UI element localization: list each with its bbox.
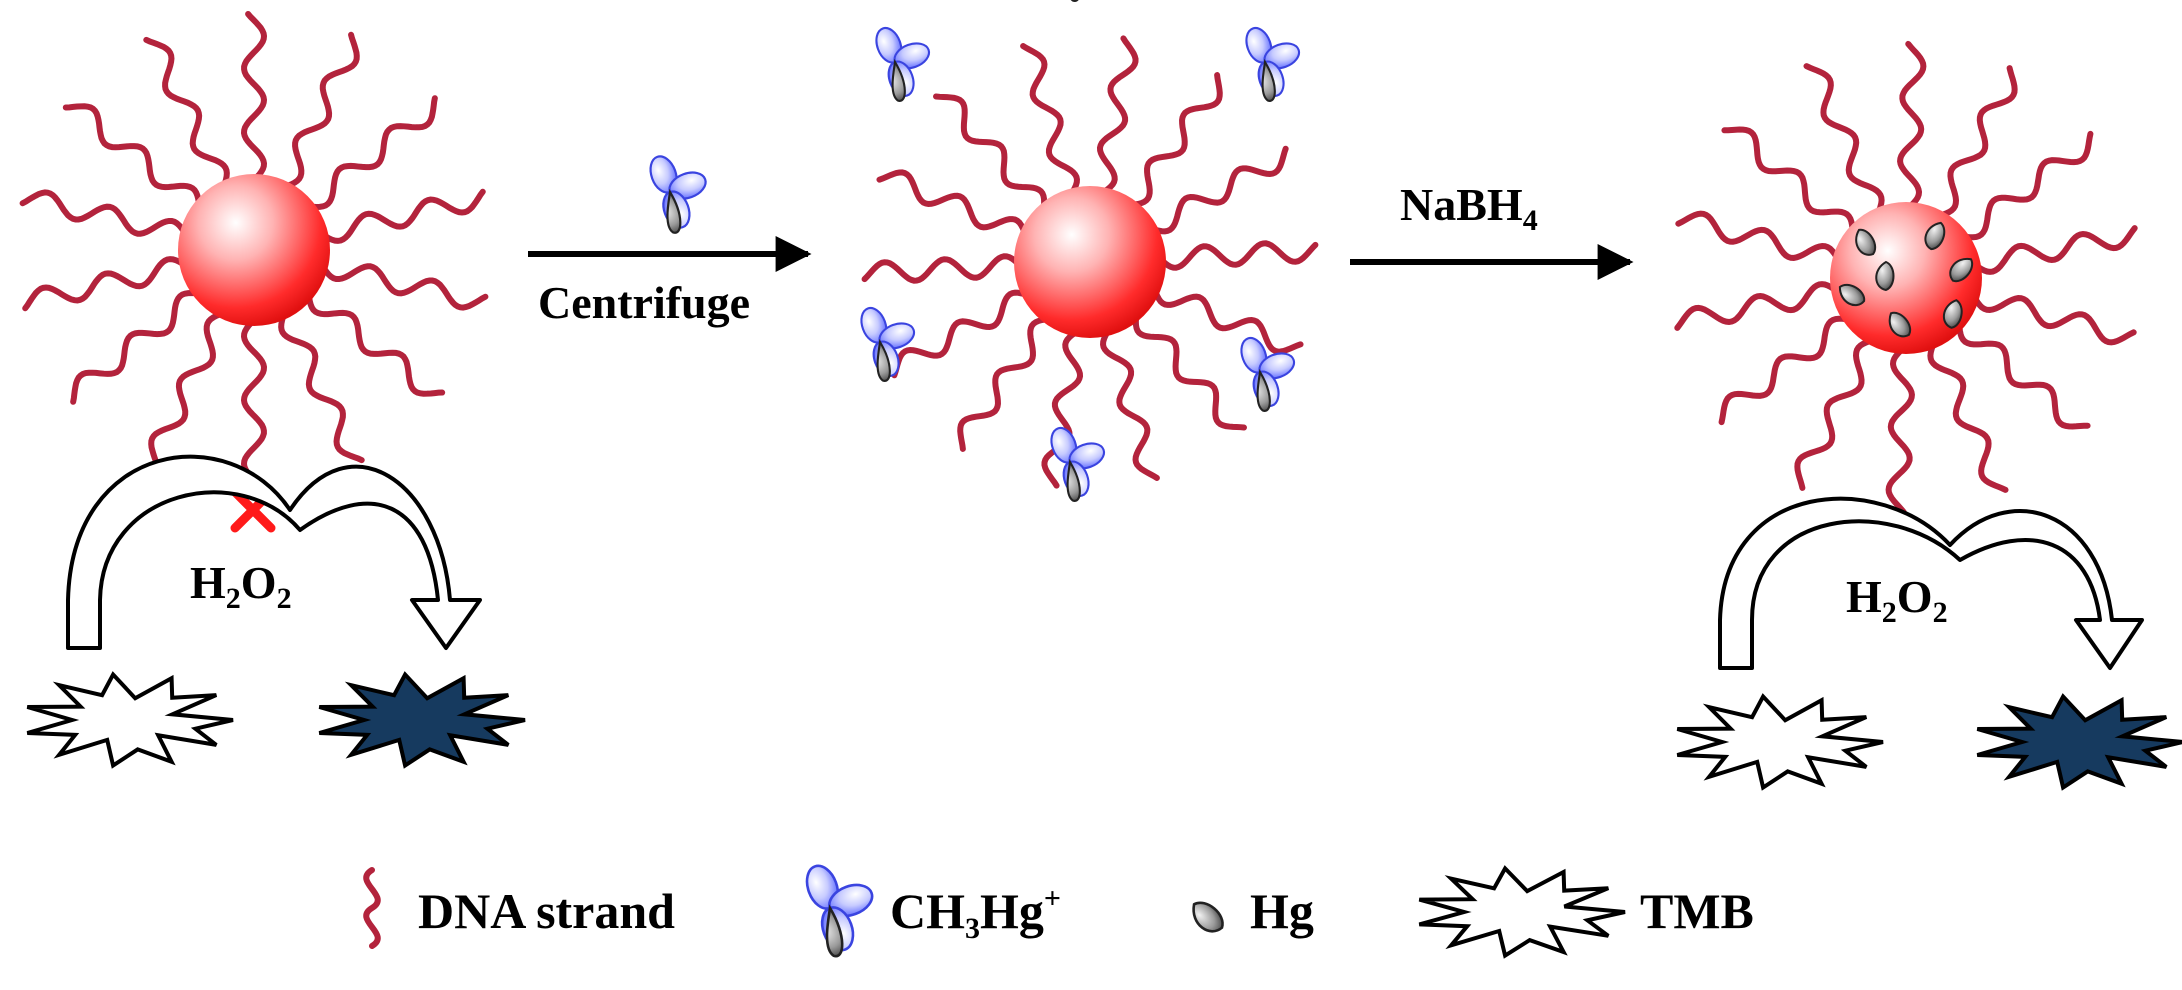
mehg-bound-icon xyxy=(1245,26,1301,102)
hg-drop xyxy=(1838,283,1866,307)
hg-drop xyxy=(1855,228,1877,256)
dna-strand xyxy=(1096,35,1139,197)
dna-strand xyxy=(1721,126,1856,236)
dna-strand xyxy=(240,317,268,489)
tmb-colorless-icon xyxy=(1676,693,1884,791)
mehg-reagent-icon xyxy=(649,155,707,234)
dna-strand xyxy=(861,253,1024,284)
legend-tmb-label: TMB xyxy=(1640,883,1754,939)
dna-strand xyxy=(891,289,1032,379)
hg-amalgam-nanoparticle xyxy=(1674,40,2138,516)
hg-drop xyxy=(1192,901,1224,933)
dna-strand xyxy=(1897,40,1927,212)
hg-drop xyxy=(1924,221,1946,251)
dna-strand xyxy=(1675,210,1842,264)
hg-drop xyxy=(1943,299,1963,329)
hg-drop-icon xyxy=(1192,901,1224,933)
legend-mehg-label: CH3Hg+ xyxy=(890,882,1061,945)
dna-strand xyxy=(305,95,438,210)
dna-strand xyxy=(1041,327,1084,489)
dna-strand xyxy=(1885,344,1915,516)
dna-strand xyxy=(1132,311,1247,431)
dna-strand xyxy=(62,103,203,210)
dna-strand xyxy=(1803,63,1885,217)
dna-strand xyxy=(1148,145,1289,235)
nabh4-label: NaBH4 xyxy=(1400,179,1538,237)
dna-strand xyxy=(240,11,268,183)
mehg-bound-icon xyxy=(875,26,931,102)
dna-strand xyxy=(876,169,1029,238)
hg-drop xyxy=(1888,311,1912,338)
nanoparticle-core xyxy=(178,174,330,326)
tmb-colorless-icon xyxy=(26,671,234,769)
legend: DNA strand CH3Hg+ Hg TMB xyxy=(363,864,1754,959)
dna-strand xyxy=(148,310,227,469)
mehg-bound-nanoparticle xyxy=(860,0,1319,502)
dna-strand xyxy=(957,315,1053,452)
dna-strand xyxy=(1935,65,2018,220)
dna-strand xyxy=(1156,240,1319,271)
mehg-bound-icon xyxy=(1066,0,1081,2)
mehg-bound-icon xyxy=(860,306,916,382)
centrifuge-label: Centrifuge xyxy=(538,277,750,328)
dna-strand xyxy=(1100,326,1160,481)
dna-strand xyxy=(1971,225,2138,275)
nanoparticle-core xyxy=(1014,186,1166,338)
legend-dna-label: DNA strand xyxy=(418,883,675,939)
dna-strand xyxy=(1127,72,1223,209)
dna-strand xyxy=(305,290,446,397)
dna-strand xyxy=(19,189,189,238)
h2o2-label-left: H2O2 xyxy=(190,557,292,615)
dna-strand xyxy=(278,310,365,464)
dna-strand xyxy=(1927,339,2009,493)
tmb-oxidized-icon xyxy=(318,671,526,769)
dna-strand xyxy=(281,31,360,190)
dna-strand xyxy=(1151,286,1304,355)
hg-drop xyxy=(1949,257,1974,283)
dna-strand xyxy=(933,93,1048,213)
dna-strand xyxy=(1020,43,1080,198)
mehg-legend-icon xyxy=(805,864,874,958)
hg-drop xyxy=(1875,260,1895,292)
h2o2-reaction-arrow-right xyxy=(1718,496,2144,670)
legend-hg-label: Hg xyxy=(1250,883,1314,939)
dna-strand xyxy=(319,262,489,311)
dna-strand xyxy=(319,188,486,244)
dna-strand xyxy=(1959,130,2094,241)
dna-strand xyxy=(1970,292,2137,346)
mehg-bound-icon xyxy=(1240,336,1296,412)
h2o2-reaction-arrow-left xyxy=(66,454,482,650)
mehg-bound-icon xyxy=(1050,426,1106,502)
dna-strand xyxy=(70,290,203,405)
dna-strand xyxy=(143,36,230,190)
dna-gold-nanoparticle xyxy=(19,11,489,489)
tmb-oxidized-icon xyxy=(1976,693,2182,791)
dna-strand xyxy=(1718,315,1853,426)
dna-strand xyxy=(1674,281,1841,331)
dna-strand-icon xyxy=(363,867,381,949)
dna-strand xyxy=(1956,320,2091,430)
tmb-legend-icon xyxy=(1418,865,1626,959)
dna-strand xyxy=(22,256,189,312)
h2o2-label-right: H2O2 xyxy=(1846,571,1948,629)
dna-strand xyxy=(1794,336,1877,491)
